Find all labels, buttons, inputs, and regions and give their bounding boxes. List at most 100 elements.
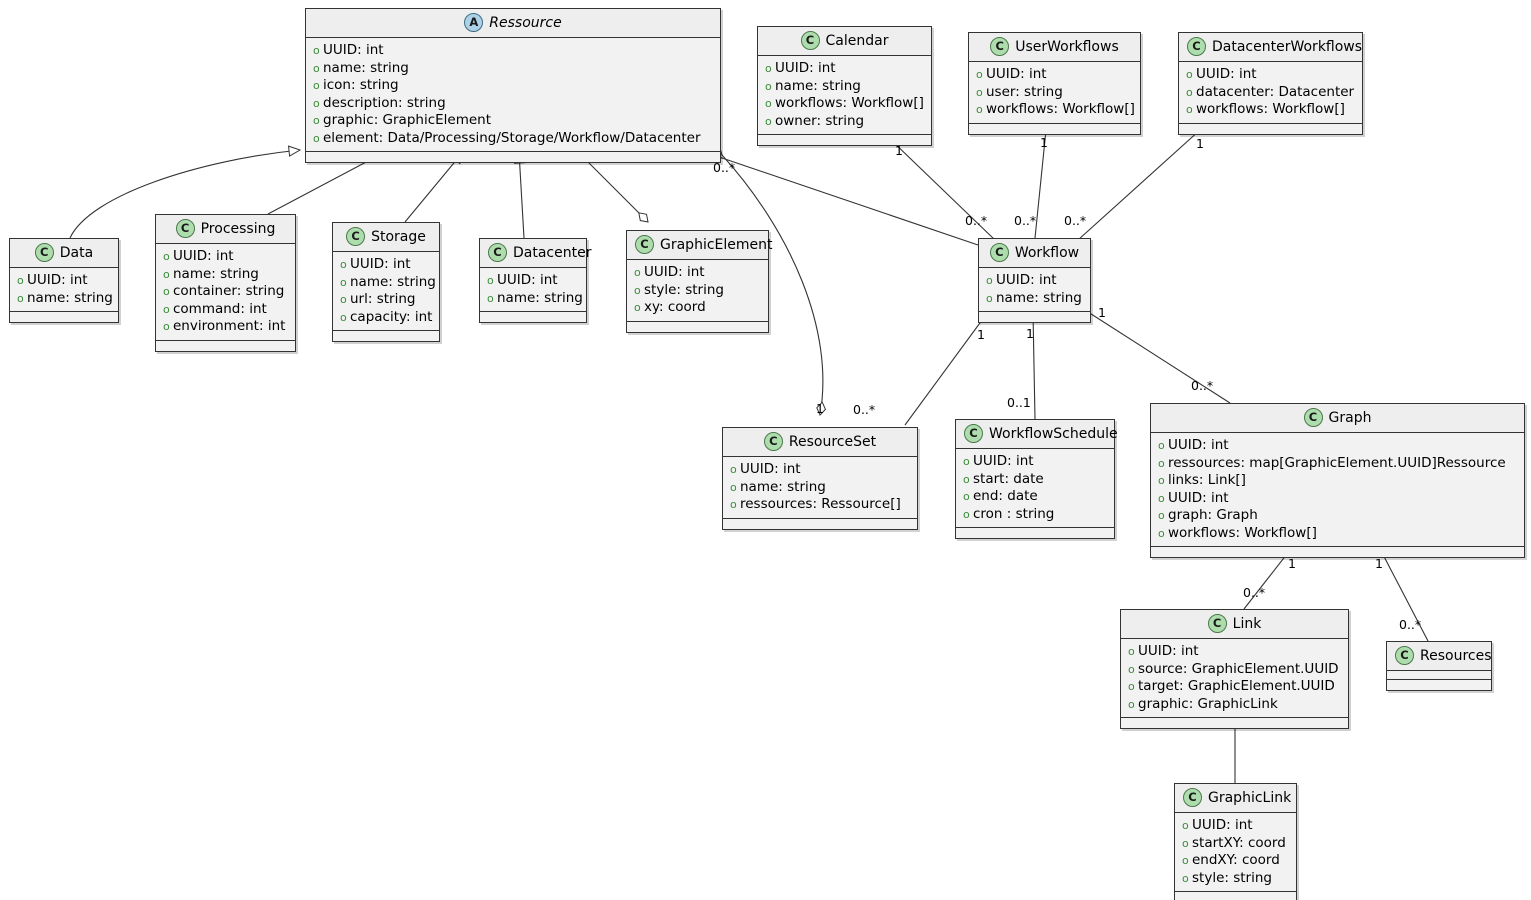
visibility-icon: o — [1158, 474, 1165, 487]
visibility-icon: o — [313, 61, 320, 75]
class-name-label: GraphicLink — [1208, 789, 1292, 806]
attribute-label: UUID: int — [1168, 437, 1229, 453]
visibility-icon: o — [765, 62, 772, 75]
class-name-label: GraphicElement — [660, 236, 773, 253]
attribute-label: style: string — [644, 281, 724, 298]
attribute-label: capacity: int — [350, 308, 433, 325]
class-name-label: Processing — [200, 220, 276, 237]
visibility-icon: o — [765, 97, 772, 110]
attribute-label: user: string — [986, 83, 1063, 100]
abstract-class-icon: A — [464, 13, 484, 32]
multiplicity-label: 1 — [895, 143, 903, 158]
attribute-label: workflows: Workflow[] — [1196, 101, 1345, 117]
edge-workflow-resourceset — [904, 300, 997, 426]
attribute-label: workflows: Workflow[] — [986, 101, 1135, 117]
class-name-label: WorkflowSchedule — [989, 425, 1118, 442]
attribute-label: xy: coord — [644, 299, 706, 315]
visibility-icon: o — [313, 44, 320, 57]
visibility-icon: o — [730, 498, 737, 511]
attribute-label: endXY: coord — [1192, 852, 1280, 868]
attribute-label: UUID: int — [644, 264, 705, 280]
class-header-processing: C Processing — [156, 215, 295, 244]
class-icon: C — [635, 235, 654, 254]
visibility-icon: o — [963, 507, 970, 521]
class-icon: C — [175, 219, 195, 238]
class-methods-ressource — [306, 152, 720, 162]
class-methods-workflow — [979, 312, 1090, 322]
attribute-label: style: string — [1192, 869, 1272, 886]
visibility-icon: o — [963, 472, 970, 486]
visibility-icon: o — [963, 455, 970, 468]
attribute-label: name: string — [996, 289, 1082, 306]
class-name-label: Storage — [371, 228, 426, 245]
attribute-label: cron : string — [973, 505, 1055, 522]
multiplicity-label: 0..* — [965, 213, 988, 228]
class-name-label: Graph — [1328, 409, 1372, 426]
class-methods-calendar — [758, 135, 931, 145]
attribute-label: graphic: GraphicLink — [1138, 695, 1278, 712]
class-icon: C — [990, 37, 1010, 56]
attribute-label: ressources: map[GraphicElement.UUID]Ress… — [1168, 454, 1506, 471]
class-methods-resources — [1387, 680, 1491, 690]
visibility-icon: o — [17, 291, 24, 305]
class-icon: C — [989, 243, 1009, 262]
visibility-icon: o — [487, 291, 494, 305]
visibility-icon: o — [634, 266, 641, 279]
class-methods-userworkflows — [969, 123, 1140, 134]
class-icon: C — [1395, 646, 1414, 665]
class-name-label: Link — [1232, 615, 1262, 632]
visibility-icon: o — [1158, 456, 1165, 470]
attribute-label: UUID: int — [1196, 66, 1257, 82]
visibility-icon: o — [634, 283, 641, 297]
visibility-icon: o — [1158, 526, 1165, 540]
visibility-icon: o — [765, 114, 772, 128]
